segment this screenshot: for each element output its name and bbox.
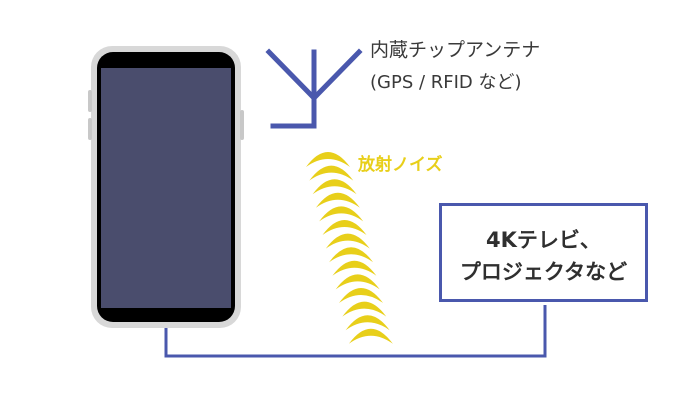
device-label-line1: 4Kテレビ、 [486, 228, 601, 252]
noise-wave-arc [325, 233, 370, 249]
noise-wave-arc [348, 328, 393, 344]
noise-wave-arc [322, 220, 367, 235]
connection-cable [164, 305, 547, 358]
noise-wave-arc [329, 247, 374, 263]
noise-label: 放射ノイズ [358, 155, 443, 175]
phone-side-button-right [240, 110, 244, 140]
smartphone [88, 46, 244, 328]
noise-wave-arc [312, 179, 357, 195]
noise-wave-arc [332, 260, 377, 276]
noise-wave-arc [339, 288, 383, 303]
phone-side-button-left [88, 90, 92, 112]
phone-screen [101, 68, 231, 308]
noise-wave-arc [309, 165, 354, 181]
phone-side-button-left-2 [88, 118, 92, 140]
noise-wave-arc [306, 152, 350, 167]
antenna-title: 内蔵チップアンテナ [370, 39, 541, 61]
device-label-line2: プロジェクタなど [459, 260, 628, 284]
noise-wave-icon [306, 152, 393, 344]
noise-wave-arc [342, 301, 387, 317]
antenna-subtitle: (GPS / RFID など) [370, 72, 522, 93]
noise-wave-arc [319, 206, 364, 222]
noise-wave-arc [335, 274, 380, 290]
antenna-icon [265, 48, 363, 129]
noise-wave-arc [345, 315, 390, 331]
device-box: 4Kテレビ、 プロジェクタなど [439, 203, 648, 302]
noise-wave-arc [315, 192, 360, 208]
